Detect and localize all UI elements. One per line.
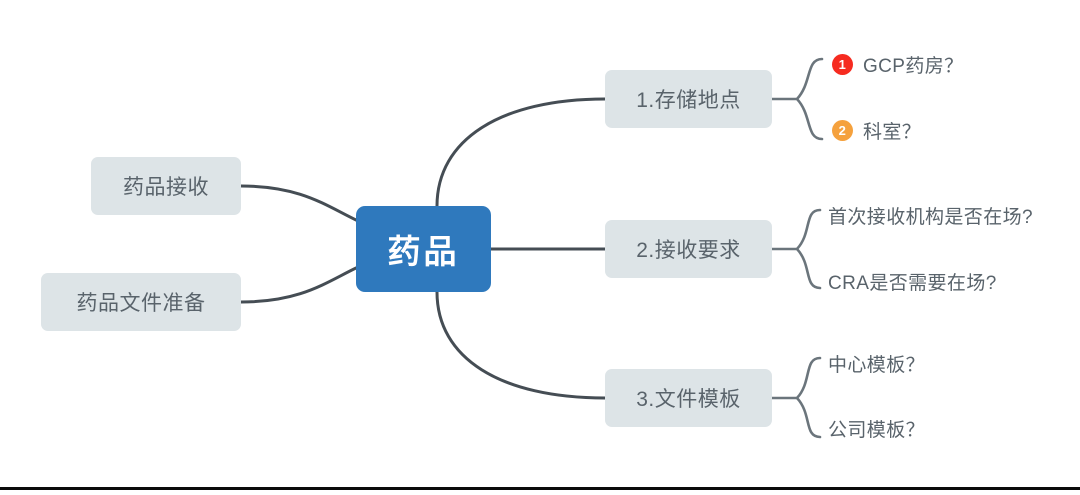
brace-branch3 bbox=[795, 356, 822, 439]
leaf-first-receipt-institution-present[interactable]: 首次接收机构是否在场? bbox=[828, 207, 1033, 228]
leaf-gcp-pharmacy[interactable]: 1 GCP药房？ bbox=[832, 51, 964, 78]
wire-center-branch3 bbox=[435, 290, 607, 400]
leaf-site-template[interactable]: 中心模板？ bbox=[828, 355, 926, 376]
brace-branch2 bbox=[795, 208, 822, 290]
bottom-divider bbox=[0, 487, 1080, 490]
badge-number-2: 2 bbox=[832, 120, 853, 141]
leaf-department[interactable]: 2 科室？ bbox=[832, 117, 921, 144]
wire-left-receive bbox=[239, 184, 358, 222]
node-drug-document-preparation[interactable]: 药品文件准备 bbox=[41, 273, 241, 331]
badge-number-1: 1 bbox=[832, 54, 853, 75]
node-branch-document-template[interactable]: 3.文件模板 bbox=[605, 369, 772, 427]
leaf-label: 科室？ bbox=[863, 122, 922, 143]
wire-left-docprep bbox=[239, 266, 358, 304]
node-drug-receipt[interactable]: 药品接收 bbox=[91, 157, 241, 215]
leaf-company-template[interactable]: 公司模板？ bbox=[828, 420, 926, 441]
leaf-label: GCP药房？ bbox=[863, 56, 964, 77]
brace-branch1 bbox=[795, 57, 824, 141]
node-branch-storage-location[interactable]: 1.存储地点 bbox=[605, 70, 772, 128]
node-branch-receipt-requirements[interactable]: 2.接收要求 bbox=[605, 220, 772, 278]
wire-center-branch1 bbox=[435, 97, 607, 208]
leaf-cra-present-required[interactable]: CRA是否需要在场? bbox=[828, 273, 997, 294]
node-center-drug[interactable]: 药品 bbox=[356, 206, 491, 292]
